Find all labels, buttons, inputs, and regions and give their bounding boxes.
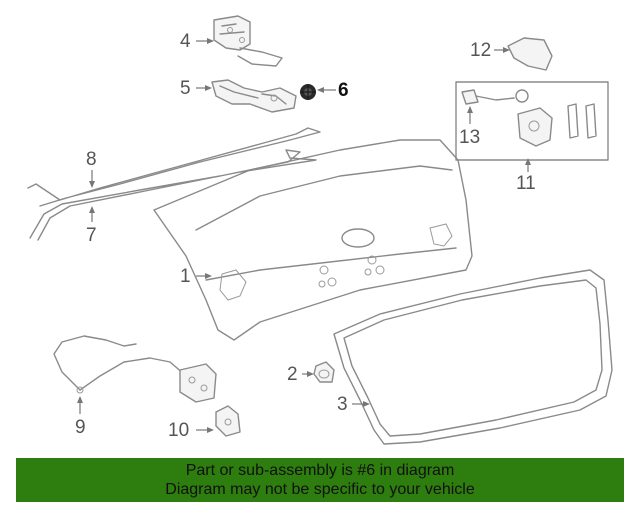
callout-6: 6 <box>338 80 349 101</box>
callout-10: 10 <box>168 420 190 441</box>
banner-line-1: Part or sub-assembly is #6 in diagram <box>185 462 455 479</box>
arrow-4 <box>207 38 214 44</box>
callout-3: 3 <box>337 394 348 415</box>
part-8-torsion-bar <box>27 127 321 207</box>
callout-13: 13 <box>459 127 481 148</box>
arrow-3 <box>363 401 370 407</box>
arrow-10 <box>207 427 214 433</box>
arrow-9 <box>77 396 83 403</box>
arrow-7 <box>89 206 95 213</box>
arrow-13 <box>467 106 473 113</box>
callout-9: 9 <box>75 417 86 438</box>
arrow-1 <box>205 273 212 279</box>
arrow-11 <box>525 158 531 165</box>
callout-7: 7 <box>86 225 97 246</box>
arrow-5 <box>205 85 212 91</box>
part-9-cable <box>53 335 185 394</box>
banner-line-2: Diagram may not be specific to your vehi… <box>165 481 475 498</box>
callout-8: 8 <box>86 149 97 170</box>
arrow-8 <box>89 181 95 188</box>
part-1-trunk-lid <box>153 139 473 341</box>
part-4-hinge <box>213 15 283 67</box>
arrow-6 <box>317 87 324 93</box>
parts-diagram <box>27 15 613 445</box>
info-banner: Part or sub-assembly is #6 in diagram Di… <box>16 458 624 502</box>
callout-4: 4 <box>180 31 191 52</box>
part-11-lock-set <box>455 81 609 161</box>
part-3-weatherstrip <box>333 269 613 445</box>
part-7-torsion-bar <box>29 149 317 241</box>
callout-12: 12 <box>470 40 492 61</box>
part-12-cover <box>507 37 553 71</box>
part-2-bumper <box>313 361 335 383</box>
latch-assembly <box>179 363 217 403</box>
part-5-hinge <box>211 79 297 113</box>
callout-2: 2 <box>287 364 298 385</box>
callout-1: 1 <box>180 266 191 287</box>
part-6-clip <box>300 84 316 100</box>
callout-11: 11 <box>516 173 536 194</box>
arrow-2 <box>307 371 314 377</box>
part-10-striker <box>215 405 241 437</box>
arrow-12 <box>503 47 510 53</box>
callout-5: 5 <box>180 78 191 99</box>
